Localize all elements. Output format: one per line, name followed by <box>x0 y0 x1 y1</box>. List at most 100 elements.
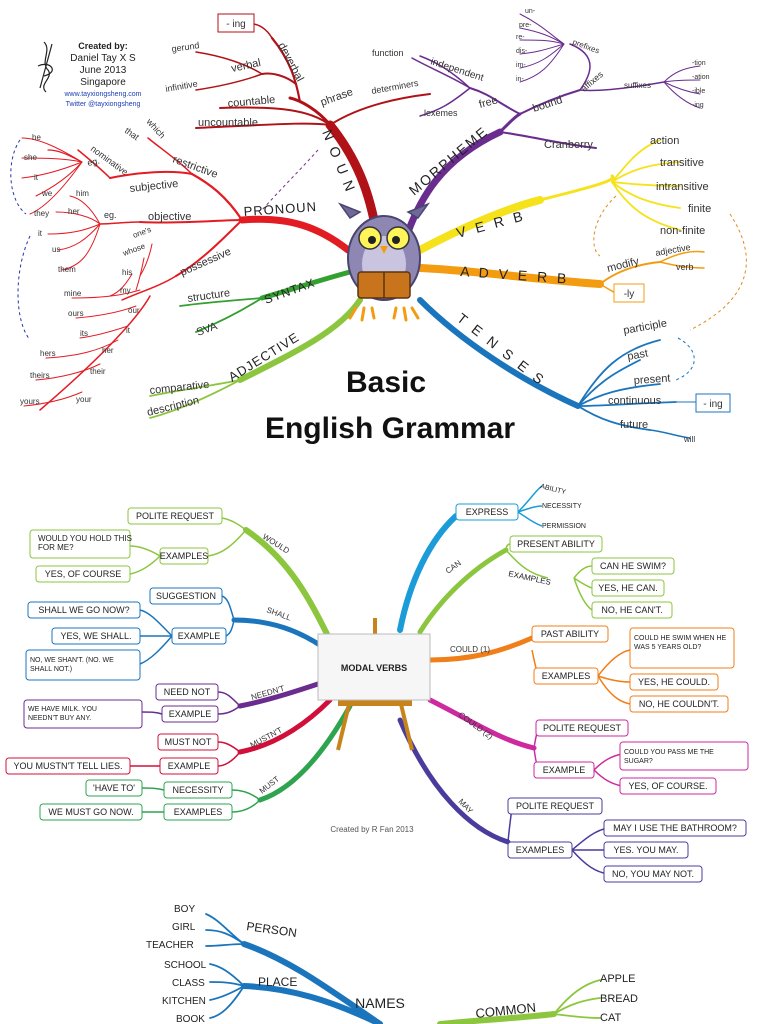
modal-branch-could1 <box>427 635 535 663</box>
tenses-ing-text: - ing <box>703 399 722 410</box>
credits-line1: Created by: <box>78 41 128 51</box>
pronoun-obj-eg: eg. <box>104 210 117 220</box>
would-ex2: YES, OF COURSE <box>45 569 122 579</box>
noun-countable: countable <box>227 94 276 110</box>
could1-ex2: YES, HE COULD. <box>638 677 710 687</box>
must-examples: EXAMPLES <box>174 807 223 817</box>
can-present: PRESENT ABILITY <box>517 539 595 549</box>
modal-can-label: CAN <box>444 558 463 575</box>
can-ex1: CAN HE SWIM? <box>600 561 666 571</box>
pronoun-poss-its: its <box>80 329 88 338</box>
pronoun-poss-ones: one's <box>132 225 153 240</box>
modal-branch-may <box>397 717 511 845</box>
names-place-school: SCHOOL <box>164 960 207 971</box>
tenses-dashed-link <box>675 337 695 381</box>
names-place: PLACE <box>258 975 297 989</box>
verb-action: action <box>650 135 679 147</box>
modal-could2-label: COULD (2) <box>457 710 495 741</box>
names-common-bread: BREAD <box>600 993 638 1005</box>
morpheme-labels: MORPHEME free independent function lexem… <box>372 8 710 198</box>
branch-syntax <box>179 269 353 333</box>
shall-example: EXAMPLE <box>178 631 221 641</box>
pronoun-label: PRONOUN <box>243 199 317 219</box>
modal-center-box <box>317 633 431 701</box>
tenses-future: future <box>620 419 648 431</box>
morpheme-prefixes: prefixes <box>571 37 600 55</box>
adjective-description: description <box>146 394 201 419</box>
mustnt-must-not: MUST NOT <box>165 737 212 747</box>
pronoun-obj-it: it <box>38 229 43 238</box>
could2-polite: POLITE REQUEST <box>543 723 622 733</box>
modal-branch-shall <box>231 617 333 655</box>
modal-branch-can <box>417 547 509 635</box>
modal-would-group: POLITE REQUEST EXAMPLES WOULD YOU HOLD T… <box>29 507 223 583</box>
morpheme-suffix-ing: -ing <box>692 102 704 109</box>
pronoun-poss-ours: ours <box>68 309 84 318</box>
pronoun-poss-it: it <box>126 326 131 335</box>
noun-ing-box <box>217 13 255 33</box>
signature-scribble <box>37 41 53 93</box>
morpheme-cranberry: Cranberry <box>544 139 593 151</box>
tenses-continuous: continuous <box>608 395 662 407</box>
modal-shall-group: SUGGESTION EXAMPLE SHALL WE GO NOW? YES,… <box>25 587 227 681</box>
neednt-need-not: NEED NOT <box>164 687 211 697</box>
names-common: COMMON <box>475 1000 537 1021</box>
branch-tenses <box>417 297 697 439</box>
modal-could1-label: COULD (1) <box>450 645 490 654</box>
noun-gerund: gerund <box>171 40 200 54</box>
morpheme-prefix-dis: dis- <box>516 48 528 55</box>
pronoun-poss-his: his <box>122 268 132 277</box>
grammar-mindmap: Created by: Daniel Tay X S June 2013 Sin… <box>10 8 747 445</box>
pronoun-subj-it: it <box>34 173 39 182</box>
could2-ex2: YES, OF COURSE. <box>628 781 707 791</box>
may-examples: EXAMPLES <box>516 845 565 855</box>
tenses-label: T E N S E S <box>454 310 549 389</box>
branch-verb <box>416 139 681 254</box>
pronoun-possessive: possessive <box>178 246 233 279</box>
syntax-label: SYNTAX <box>262 275 317 306</box>
noun-uncountable: uncountable <box>198 117 258 129</box>
pronoun-poss-theirs: theirs <box>30 371 50 380</box>
tenses-will: will <box>683 435 695 444</box>
modal-branch-must <box>257 703 353 803</box>
modal-branch-mustnt <box>237 697 333 755</box>
names-person: PERSON <box>246 919 298 940</box>
morpheme-lexemes: lexemes <box>424 108 458 118</box>
may-polite: POLITE REQUEST <box>516 801 595 811</box>
morpheme-bound: bound <box>531 94 564 115</box>
noun-infinitive: infinitive <box>165 78 199 93</box>
pronoun-obj-him: him <box>76 189 89 198</box>
modal-must-group: NECESSITY EXAMPLES 'HAVE TO' WE MUST GO … <box>39 779 233 821</box>
pronoun-subj-they: they <box>34 209 49 218</box>
noun-phrase: phrase <box>319 86 355 109</box>
express-permission: PERMISSION <box>542 523 586 530</box>
adverb-label: A D V E R B <box>460 263 570 287</box>
grammar-title-line1: Basic <box>346 366 426 399</box>
syntax-labels: SYNTAX structure SVA <box>187 275 317 338</box>
mustnt-example: EXAMPLE <box>168 761 211 771</box>
morpheme-suffix-ible: -ible <box>692 88 705 95</box>
pronoun-poss-whose: whose <box>121 241 147 258</box>
morpheme-suffixes: suffixes <box>624 81 651 90</box>
credits-block: Created by: Daniel Tay X S June 2013 Sin… <box>37 41 142 108</box>
would-polite: POLITE REQUEST <box>136 511 215 521</box>
morpheme-function: function <box>372 48 404 58</box>
pronoun-which: which <box>144 116 168 141</box>
could1-examples: EXAMPLES <box>542 671 591 681</box>
noun-deverbal: deverbal <box>275 41 305 84</box>
credits-line6: Twitter @tayxiongsheng <box>66 101 141 108</box>
pronoun-obj-them: them <box>58 265 76 274</box>
verb-non-finite: non-finite <box>660 225 705 237</box>
names-mindmap: PERSON BOY GIRL TEACHER PLACE SCHOOL CLA… <box>146 904 638 1024</box>
owl-mascot-icon <box>337 202 431 322</box>
names-common-cat: CAT <box>600 1012 621 1024</box>
grammar-title-line2: English Grammar <box>265 412 515 445</box>
adjective-comparative: comparative <box>149 379 210 397</box>
mustnt-ex1: YOU MUSTN'T TELL LIES. <box>13 761 122 771</box>
names-common-apple: APPLE <box>600 973 635 985</box>
pronoun-poss-yours: yours <box>20 397 40 406</box>
branch-adjective <box>149 297 363 419</box>
